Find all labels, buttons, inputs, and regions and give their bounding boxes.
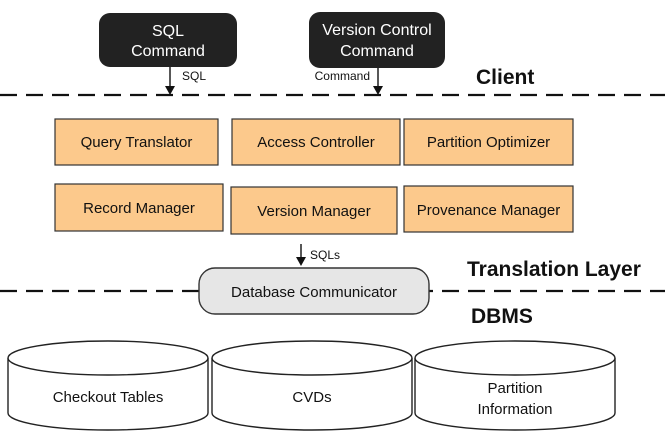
module-label: Provenance Manager xyxy=(417,202,560,219)
sqls-arrow-label: SQLs xyxy=(310,248,340,262)
sql-command-box: SQL Command xyxy=(99,13,237,67)
storage-label-line1: Partition xyxy=(487,380,542,397)
sql-command-line1: SQL xyxy=(152,23,184,40)
storage-cvds: CVDs xyxy=(211,340,413,431)
module-record-manager: Record Manager xyxy=(54,183,224,232)
sql-arrow-label: SQL xyxy=(182,69,206,83)
module-query-translator: Query Translator xyxy=(54,118,219,166)
module-label: Access Controller xyxy=(257,134,375,151)
version-control-command-line1: Version Control xyxy=(322,22,431,39)
version-control-command-line2: Command xyxy=(340,43,414,60)
module-provenance-manager: Provenance Manager xyxy=(403,185,574,233)
module-label: Record Manager xyxy=(83,200,195,217)
layer-label-translation: Translation Layer xyxy=(467,258,641,281)
sql-command-line2: Command xyxy=(131,43,205,60)
command-arrow: Command xyxy=(315,68,383,95)
module-partition-optimizer: Partition Optimizer xyxy=(403,118,574,166)
sqls-arrow: SQLs xyxy=(296,244,340,266)
storage-checkout-tables: Checkout Tables xyxy=(7,340,209,431)
database-communicator-label: Database Communicator xyxy=(231,284,397,301)
storage-label: CVDs xyxy=(292,389,331,406)
module-access-controller: Access Controller xyxy=(231,118,401,166)
sql-arrow: SQL xyxy=(165,67,206,95)
storage-label-line2: Information xyxy=(477,401,552,418)
version-control-command-box: Version Control Command xyxy=(309,12,445,68)
module-label: Partition Optimizer xyxy=(427,134,550,151)
layer-label-client: Client xyxy=(476,66,534,89)
version-control-command-shape xyxy=(309,12,445,68)
module-version-manager: Version Manager xyxy=(230,186,398,235)
sql-command-shape xyxy=(99,13,237,67)
layer-label-dbms: DBMS xyxy=(471,305,533,328)
command-arrow-label: Command xyxy=(315,69,370,83)
storage-label: Checkout Tables xyxy=(53,389,164,406)
database-communicator: Database Communicator xyxy=(198,267,430,315)
storage-partition-information: Partition Information xyxy=(414,340,616,431)
module-label: Version Manager xyxy=(257,203,370,220)
module-label: Query Translator xyxy=(81,134,193,151)
